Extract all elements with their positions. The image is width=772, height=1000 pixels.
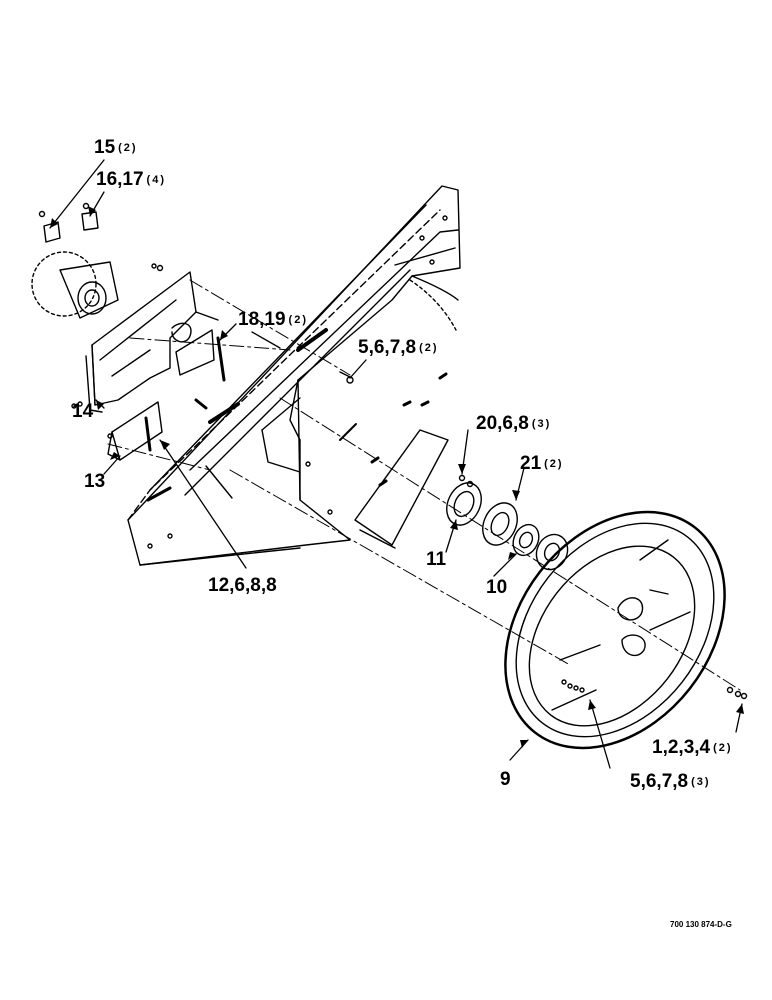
callout-20-6-8-label: 20,6,8 [476,413,529,434]
callout-12-6-8-8: 12,6,8,8 [208,576,277,595]
callout-5-6-7-8-upper-qty: (2) [419,342,439,354]
callout-11-label: 11 [426,549,447,570]
callout-5-6-7-8-upper-label: 5,6,7,8 [358,337,417,358]
callout-21-qty: (2) [544,458,564,470]
callout-18-19-label: 18,19 [238,309,286,330]
callout-13-label: 13 [84,471,106,492]
callout-11: 11 [426,550,446,569]
callout-10: 10 [486,578,507,597]
callout-14-label: 14 [72,401,94,422]
callout-9: 9 [500,770,511,789]
pulley-9 [504,510,726,750]
callout-20-6-8: 20,6,8(3) [476,414,551,433]
callout-9-label: 9 [500,769,511,790]
callout-16-17: 16,17(4) [96,170,166,189]
callout-16-17-label: 16,17 [96,169,144,190]
upper-bearing [31,202,119,319]
callout-15-label: 15 [94,137,116,158]
hardware [71,263,748,700]
callout-10-label: 10 [486,577,508,598]
callout-21: 21(2) [520,454,564,473]
callout-18-19: 18,19(2) [238,310,308,329]
callout-1-2-3-4: 1,2,3,4(2) [652,738,733,757]
callout-5-6-7-8-upper: 5,6,7,8(2) [358,338,439,357]
frame-beam [127,185,461,566]
callout-16-17-qty: (4) [146,174,166,186]
mount-plate-14 [85,271,226,413]
callout-1-2-3-4-label: 1,2,3,4 [652,737,711,758]
callout-5-6-7-8-lower-label: 5,6,7,8 [630,771,689,792]
callout-5-6-7-8-lower-qty: (3) [691,776,711,788]
callout-1-2-3-4-qty: (2) [713,742,733,754]
callout-21-label: 21 [520,453,542,474]
callout-14: 14 [72,402,93,421]
drawing-code: 700 130 874-D-G [670,920,732,929]
callout-12-6-8-8-label: 12,6,8,8 [208,575,277,596]
callout-5-6-7-8-lower: 5,6,7,8(3) [630,772,711,791]
bearing-stack [446,474,569,571]
callout-20-6-8-qty: (3) [531,418,552,430]
callout-15-qty: (2) [118,142,138,154]
leader-arrowheads [50,206,744,748]
lower-bracket-13 [107,401,163,461]
callout-13: 13 [84,472,105,491]
callout-18-19-qty: (2) [288,314,308,326]
inner-bracket [339,423,449,549]
callout-15: 15(2) [94,138,138,157]
assembly-axis-lines [107,279,741,691]
